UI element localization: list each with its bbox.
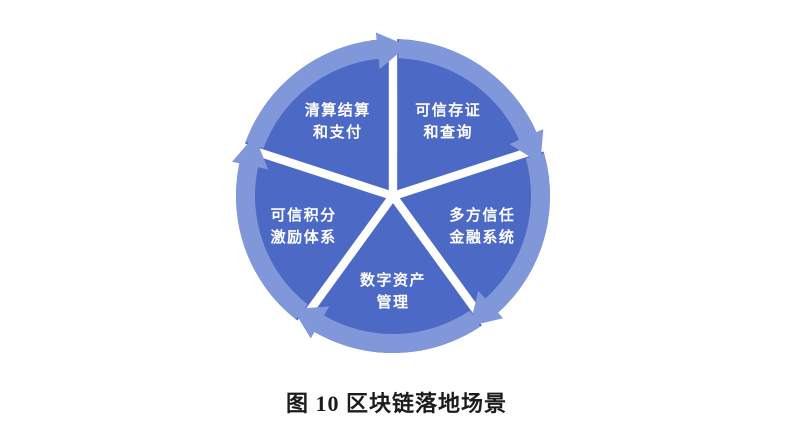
segment-wedge-clearing-settlement-payment [245,39,389,191]
segment-wedge-digital-asset-management [304,203,482,354]
figure-caption: 图 10 区块链落地场景 [285,391,507,416]
segment-arrow-clearing-settlement-payment [245,32,408,149]
segment-arrow-trusted-evidence-query [398,39,544,164]
segment-label-multiparty-trust-finance: 多方信任金融系统 [448,206,515,246]
segment-label-trusted-points-incentive: 可信积分激励体系 [271,206,337,246]
segment-label-clearing-settlement-payment: 清算结算和支付 [305,101,371,141]
segment-arrows [232,32,551,354]
segment-arrow-digital-asset-management [292,306,481,354]
segment-arrow-trusted-points-incentive [232,135,308,320]
segment-wedge-trusted-evidence-query [397,39,541,191]
segment-label-trusted-evidence-query: 可信存证和查询 [415,101,481,141]
segment-label-digital-asset-management: 数字资产管理 [360,271,426,311]
segment-arrow-multiparty-trust-finance [469,153,551,327]
